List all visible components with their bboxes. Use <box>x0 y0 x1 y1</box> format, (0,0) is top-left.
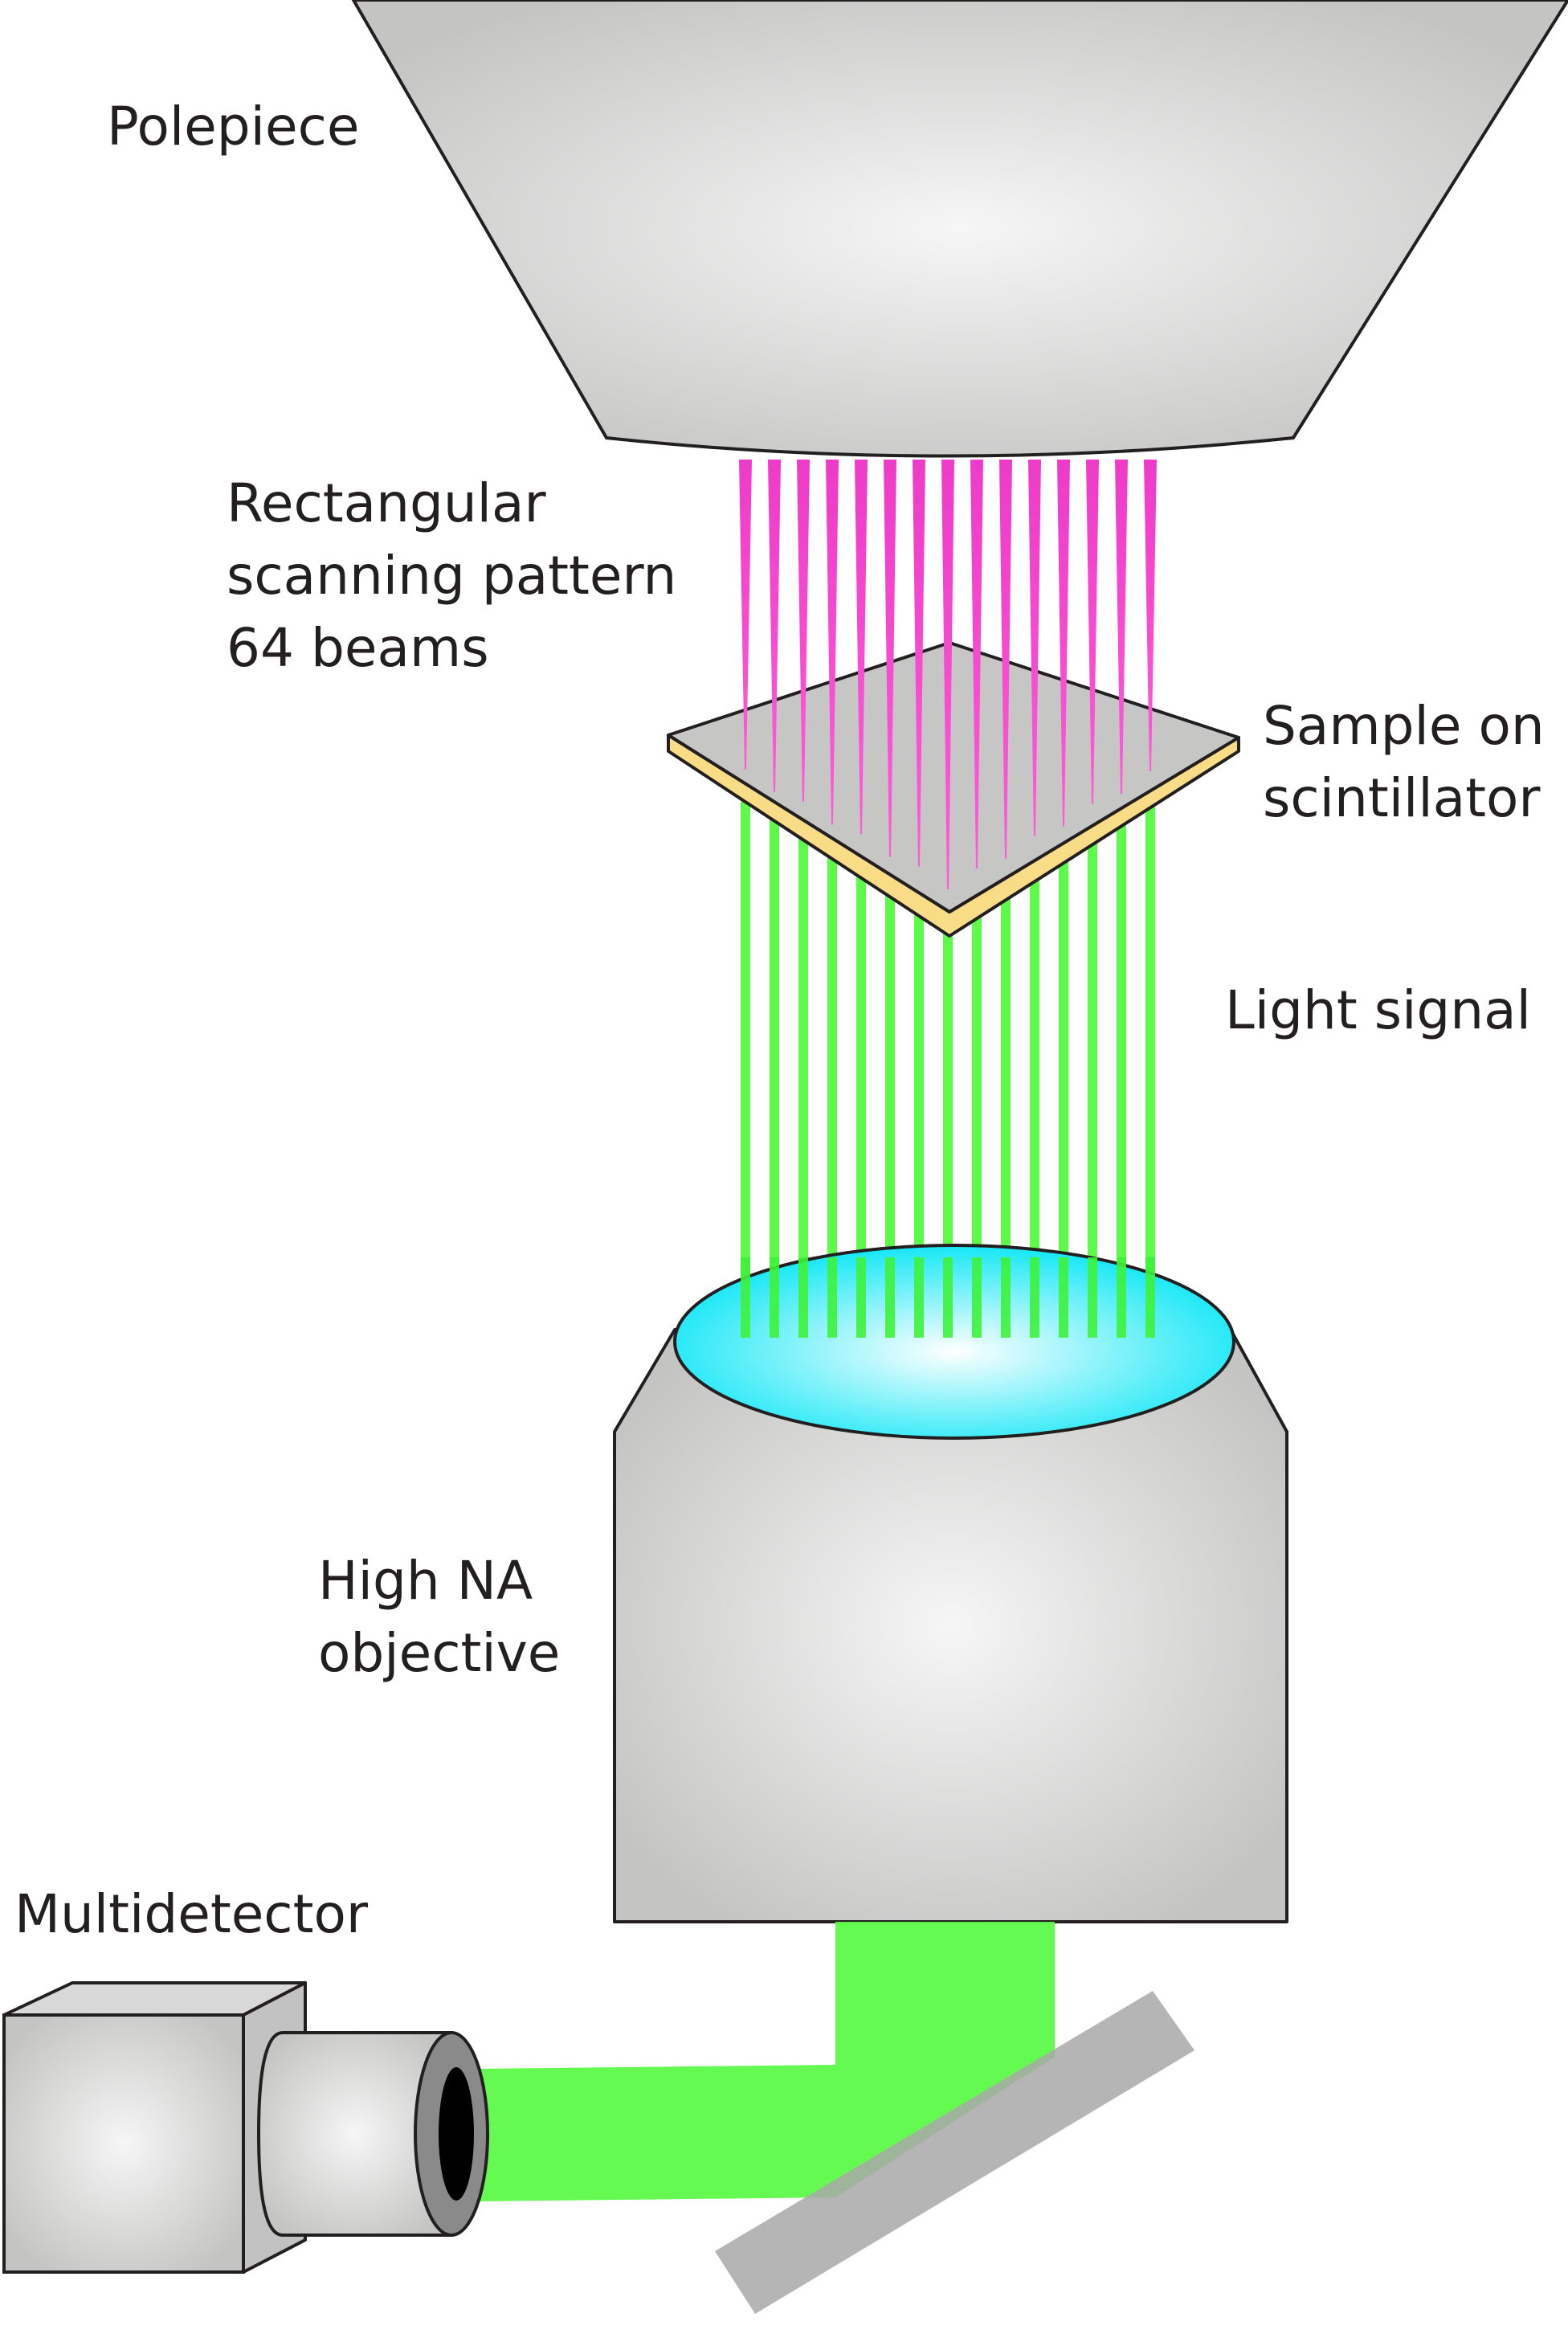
label-objective-line2: objective <box>318 1622 560 1684</box>
light-beam-on-lens <box>1030 1257 1039 1338</box>
electron-beam <box>797 460 810 803</box>
electron-beam <box>768 460 781 792</box>
light-beam <box>1030 873 1039 1338</box>
electron-beam <box>1086 460 1099 804</box>
polepiece <box>351 0 1568 458</box>
light-beam <box>972 907 982 1338</box>
electron-beam <box>826 460 839 825</box>
light-beam-on-lens <box>914 1257 924 1338</box>
light-beam-on-lens <box>1001 1257 1011 1338</box>
light-beam <box>827 853 837 1338</box>
light-beam <box>1001 890 1011 1338</box>
camera-aperture <box>439 2067 474 2201</box>
label-polepiece: Polepiece <box>107 96 360 157</box>
light-beam-on-lens <box>770 1257 779 1338</box>
light-beam-on-lens <box>827 1257 837 1338</box>
light-beam-on-lens <box>741 1257 750 1338</box>
light-beam-on-lens <box>798 1257 808 1338</box>
light-beam-on-lens <box>943 1257 953 1338</box>
light-beam-on-lens <box>1145 1257 1155 1338</box>
light-beam <box>1088 838 1097 1338</box>
light-signal-beams <box>741 801 1155 1338</box>
light-beam-on-lens <box>1088 1257 1097 1338</box>
light-beam <box>1059 855 1068 1338</box>
electron-beams-front <box>739 460 1157 889</box>
light-beam-on-lens <box>885 1257 895 1338</box>
electron-beam <box>855 460 868 835</box>
multidetector-camera <box>2 1981 489 2274</box>
label-scanning-line3: 64 beams <box>227 617 489 679</box>
camera-barrel <box>256 2031 453 2237</box>
light-beam-on-lens <box>856 1257 866 1338</box>
light-beam <box>741 801 750 1338</box>
mirror <box>715 1991 1194 2314</box>
camera-front-face <box>2 2013 245 2274</box>
light-signal-beams-front <box>741 1257 1155 1338</box>
light-beam <box>943 922 953 1338</box>
light-beam <box>914 905 924 1338</box>
light-beam-on-lens <box>1059 1257 1068 1338</box>
light-beam <box>798 836 808 1338</box>
electron-beam <box>884 460 896 857</box>
label-light-signal: Light signal <box>1225 979 1531 1041</box>
electron-beam <box>1115 460 1128 795</box>
label-sample-line1: Sample on <box>1263 695 1545 757</box>
light-beam <box>770 819 779 1338</box>
electron-beam <box>1028 460 1041 836</box>
light-beam <box>885 888 895 1338</box>
label-scanning-line2: scanning pattern <box>227 545 676 607</box>
label-scanning-line1: Rectangular <box>227 472 546 534</box>
electron-beam <box>1057 460 1070 827</box>
light-beam <box>856 871 866 1338</box>
label-sample-line2: scintillator <box>1263 767 1541 829</box>
collimated-light-path <box>478 1922 1055 2201</box>
electron-beam <box>941 460 954 889</box>
electron-beam <box>970 460 983 869</box>
label-objective-line1: High NA <box>318 1550 533 1612</box>
light-beam-on-lens <box>1117 1257 1126 1338</box>
electron-beam <box>739 460 752 770</box>
light-beam <box>1117 820 1126 1338</box>
electron-beam <box>1144 460 1157 771</box>
label-multidetector: Multidetector <box>14 1883 369 1945</box>
electron-beam <box>999 460 1012 859</box>
light-beam <box>1145 803 1155 1338</box>
sample-plate <box>667 641 1240 913</box>
electron-beam <box>913 460 925 867</box>
light-beam-on-lens <box>972 1257 982 1338</box>
